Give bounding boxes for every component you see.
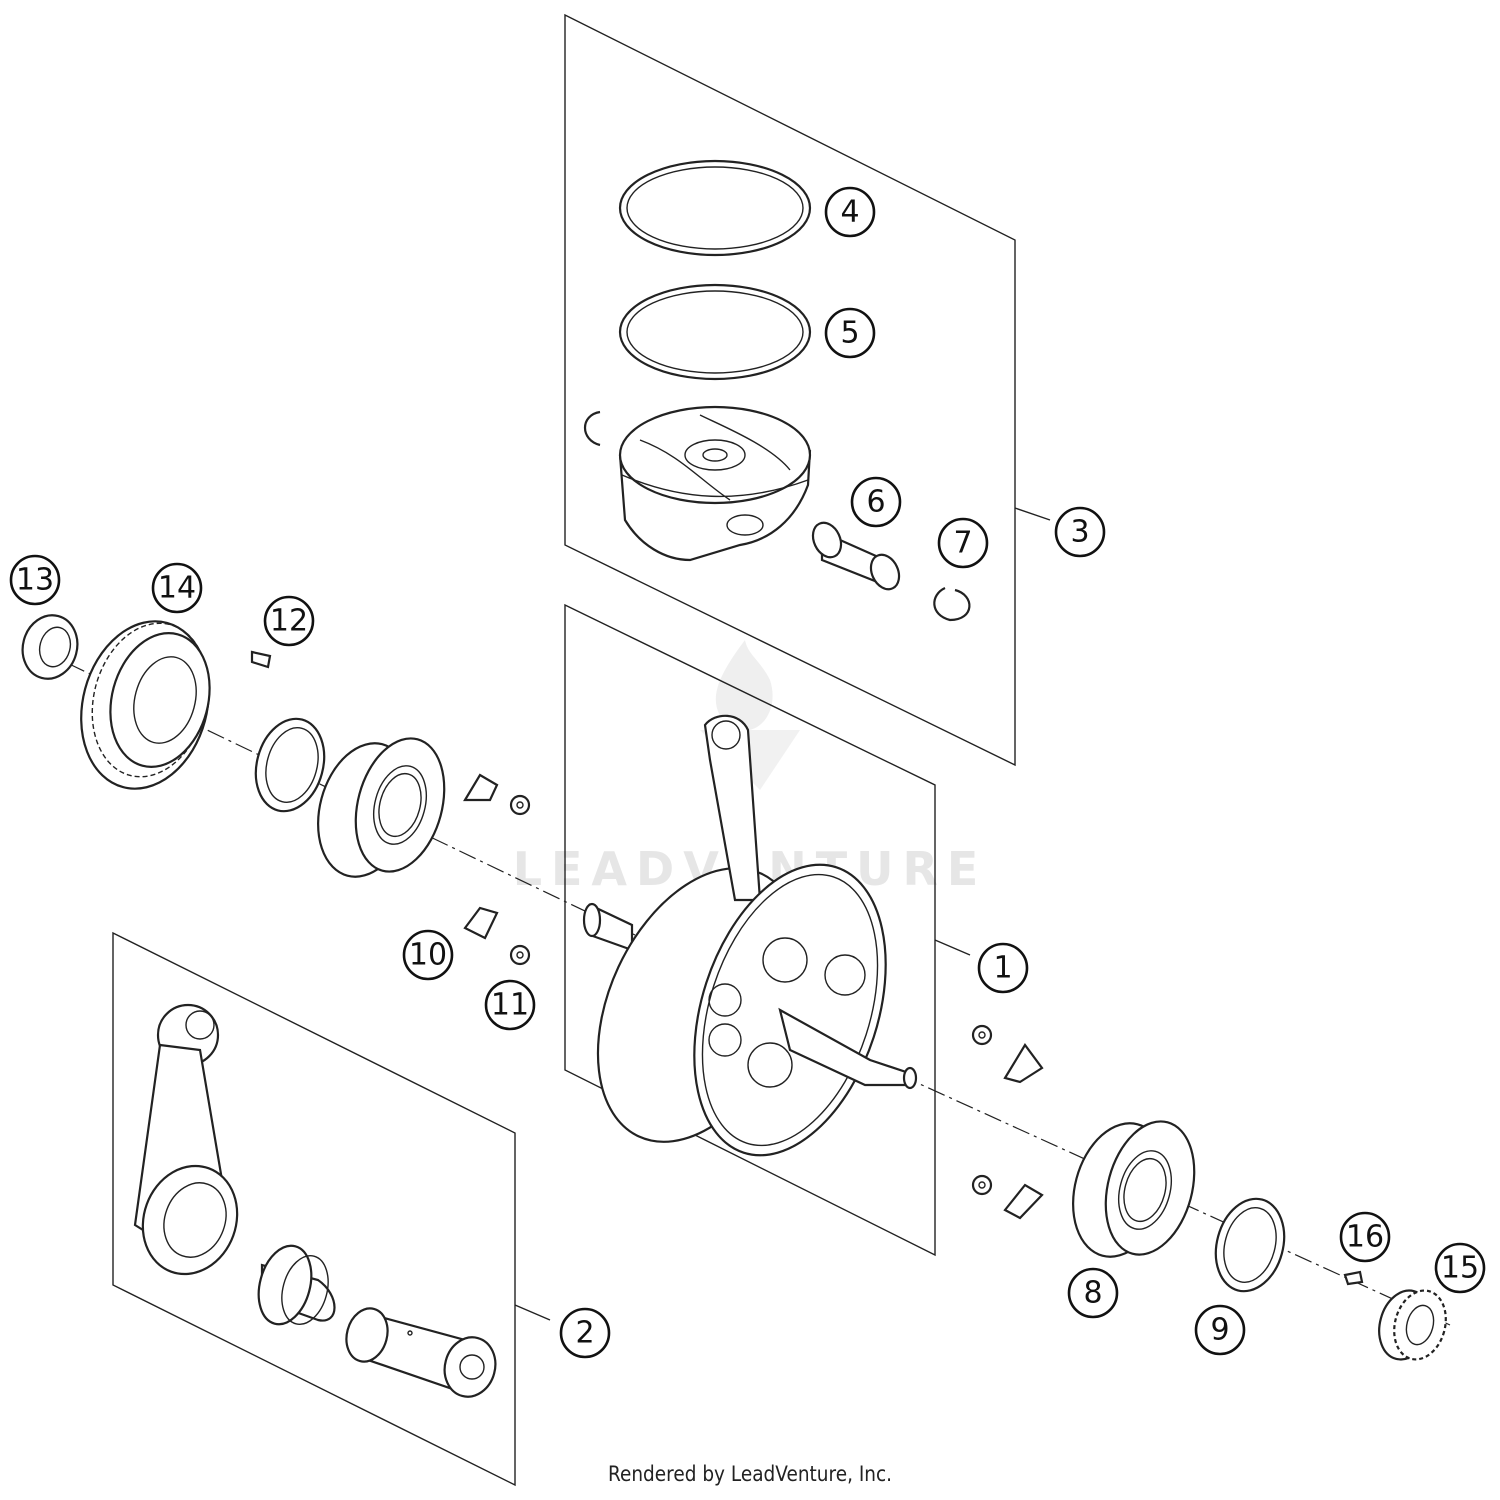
callout-5: 5 [824,307,876,359]
callout-10-text: 10 [409,938,447,973]
callout-14: 14 [151,562,203,614]
callout-15: 15 [1434,1242,1486,1294]
callout-1: 1 [977,942,1029,994]
callout-13: 13 [9,554,61,606]
callout-12-text: 12 [270,604,308,639]
piston-kit-panel [564,13,1016,767]
piston-ring-second [618,283,812,381]
spacer-ring-left [21,614,79,680]
callout-10: 10 [402,929,454,981]
callout-12: 12 [263,595,315,647]
callout-4-text: 4 [840,195,859,230]
callout-16-text: 16 [1346,1220,1384,1255]
callout-9-text: 9 [1210,1313,1229,1348]
bearing-lock-lower-left [463,906,499,940]
shaft-seal-left [254,717,326,813]
leader-line-2 [514,1304,551,1321]
piston-ring-top [618,159,812,257]
callout-9: 9 [1194,1304,1246,1356]
conrod-kit-panel [112,931,516,1487]
piston-pin [811,521,901,591]
conrod-bearing-bush [257,1244,336,1326]
screw-upper-left [509,794,531,816]
callout-1-text: 1 [993,951,1012,986]
bearing-lock-lower-right [1003,1183,1044,1220]
callout-7: 7 [937,517,989,569]
bearing-lock-upper-left [463,773,499,802]
leader-line-1 [934,939,971,956]
callout-5-text: 5 [840,316,859,351]
callout-3: 3 [1054,506,1106,558]
callout-8-text: 8 [1083,1276,1102,1311]
bearing-right [1072,1120,1196,1258]
callout-4: 4 [824,186,876,238]
callout-6-text: 6 [866,485,885,520]
callout-11: 11 [484,979,536,1031]
bearing-left [317,737,446,878]
screw-lower-left [509,944,531,966]
woodruff-key-right [1343,1270,1364,1286]
circlip-right [933,587,971,622]
callout-7-text: 7 [953,526,972,561]
crank-pin [345,1307,497,1398]
shaft-seal-right [1214,1197,1286,1293]
callout-2: 2 [559,1307,611,1359]
primary-gear [80,620,211,790]
screw-lower-right [971,1174,993,1196]
footer-credit: Rendered by LeadVenture, Inc. [607,1462,893,1486]
connecting-rod [133,1003,239,1276]
callout-15-text: 15 [1441,1251,1479,1286]
woodruff-key-left [250,650,272,669]
callout-6: 6 [850,476,902,528]
crankshaft [582,714,918,1157]
leader-line-3 [1014,507,1051,521]
timing-gear [1378,1289,1447,1361]
circlip-left [584,410,601,447]
callout-16: 16 [1339,1211,1391,1263]
piston [618,405,812,562]
bearing-lock-upper-right [1003,1043,1044,1084]
callout-11-text: 11 [491,988,529,1023]
callout-8: 8 [1067,1267,1119,1319]
callout-14-text: 14 [158,571,196,606]
crankshaft-panel [564,603,936,1257]
callout-3-text: 3 [1070,515,1089,550]
screw-upper-right [971,1024,993,1046]
callout-13-text: 13 [16,563,54,598]
callout-2-text: 2 [575,1316,594,1351]
